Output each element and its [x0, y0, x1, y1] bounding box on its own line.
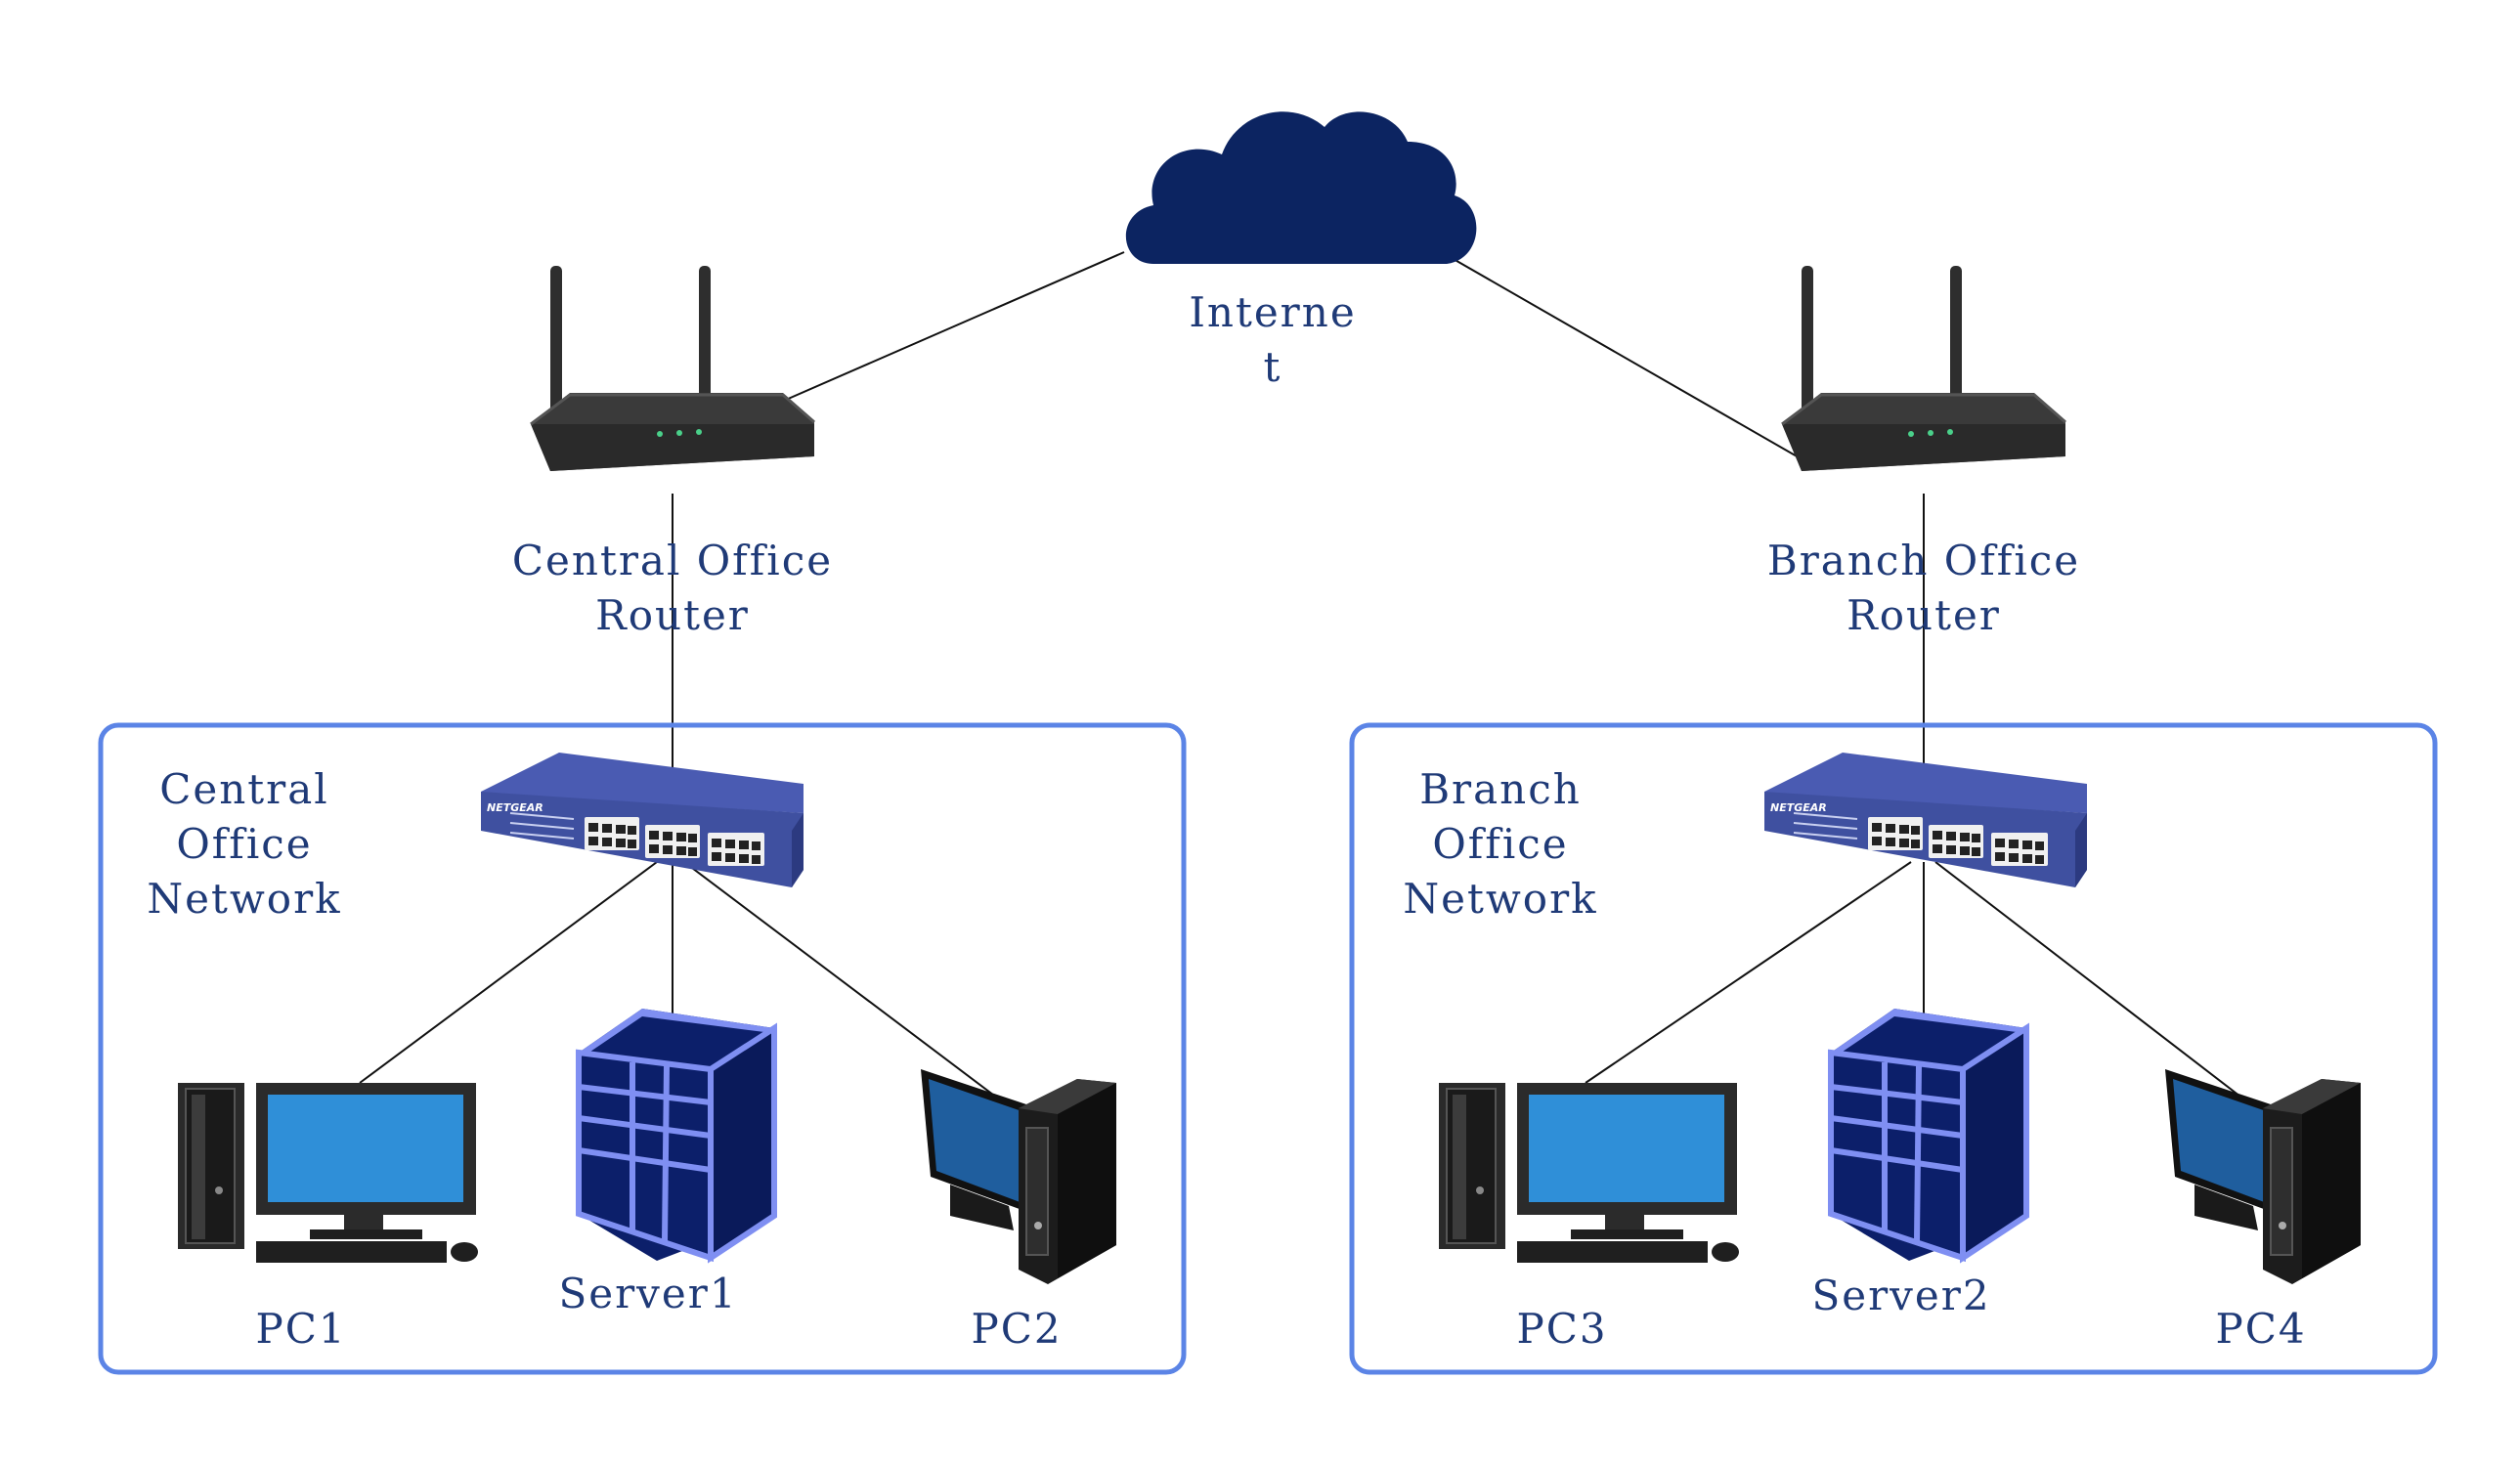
branch-network-label-line2: Office — [1432, 820, 1568, 868]
link-branch-switch-pc4 — [1934, 861, 2267, 1117]
branch-router-label-line1: Branch Office — [1767, 537, 2080, 584]
central-router-label-line1: Central Office — [512, 537, 833, 584]
central-network-label-line1: Central — [159, 765, 328, 813]
branch-router-label-line2: Router — [1847, 591, 2001, 639]
central-office-network-box — [98, 722, 1187, 1375]
branch-pc-left-label: PC3 — [1516, 1305, 1607, 1353]
link-branch-switch-pc3 — [1585, 861, 1912, 1084]
central-network-label-line2: Office — [176, 820, 312, 868]
router-icon — [1780, 264, 2067, 473]
link-central-switch-pc1 — [359, 861, 658, 1084]
central-server-label: Server1 — [558, 1270, 737, 1317]
link-internet-branch-router — [1418, 238, 1800, 458]
server-icon — [1831, 1009, 2026, 1261]
internet-label-line2: t — [1264, 343, 1282, 391]
desktop-pc-icon — [177, 1082, 479, 1264]
tower-pc-icon — [2164, 1068, 2362, 1285]
link-central-switch-pc2 — [683, 861, 1022, 1117]
server-icon — [579, 1009, 774, 1261]
branch-network-label-line1: Branch — [1419, 765, 1582, 813]
branch-pc-right-label: PC4 — [2215, 1305, 2306, 1353]
desktop-pc-icon — [1438, 1082, 1740, 1264]
central-pc-left-label: PC1 — [255, 1305, 346, 1353]
central-network-label-line3: Network — [147, 875, 341, 923]
branch-network-label-line3: Network — [1403, 875, 1597, 923]
switch-icon — [1763, 752, 2088, 888]
connection-lines — [359, 238, 2267, 1117]
tower-pc-icon — [920, 1068, 1117, 1285]
central-pc-right-label: PC2 — [971, 1305, 1062, 1353]
branch-office-network-box — [1349, 722, 2438, 1375]
switch-icon — [480, 752, 804, 888]
central-router-label-line2: Router — [595, 591, 750, 639]
cloud-icon — [1125, 111, 1477, 265]
internet-label-line1: Interne — [1189, 288, 1356, 336]
router-icon — [529, 264, 816, 473]
branch-server-label: Server2 — [1811, 1272, 1990, 1319]
link-internet-central-router — [769, 251, 1125, 408]
